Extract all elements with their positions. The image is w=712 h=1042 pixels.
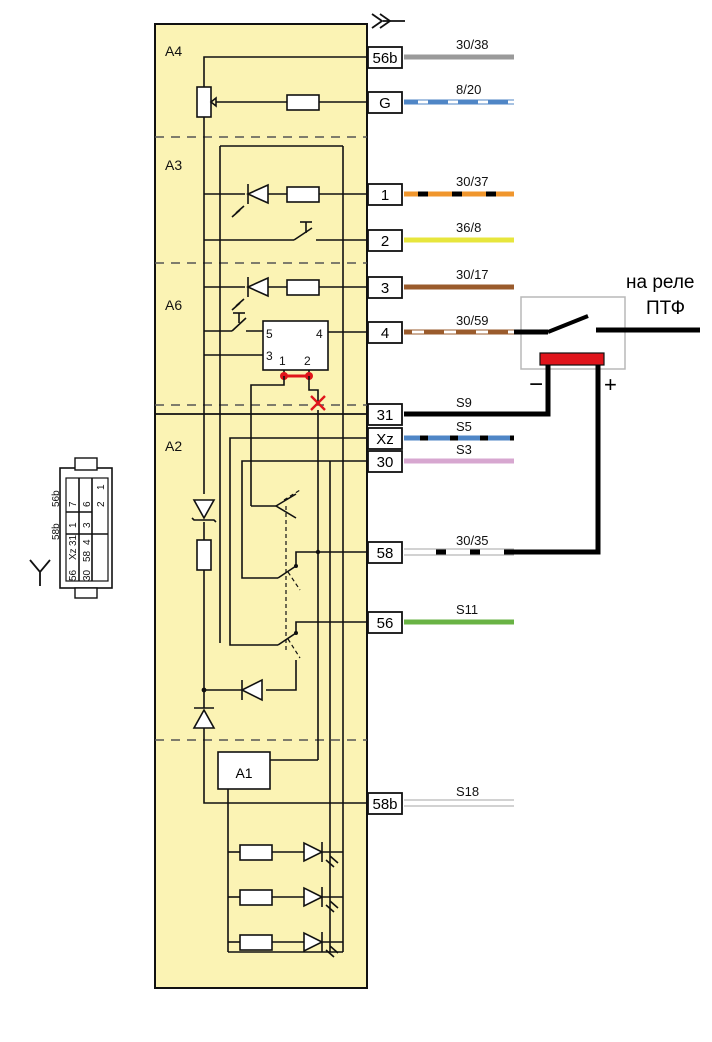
plus-sign: + xyxy=(604,372,617,397)
pin-58: 58 xyxy=(367,541,403,564)
svg-text:31: 31 xyxy=(68,534,79,546)
wire-30-35 xyxy=(404,548,514,556)
wire-label: S3 xyxy=(456,442,472,457)
annotation-relay-text: на реле xyxy=(626,272,695,293)
wire-label: 30/17 xyxy=(456,267,489,282)
connector-pinout xyxy=(29,457,113,599)
svg-text:1: 1 xyxy=(68,522,79,528)
svg-text:31: 31 xyxy=(377,407,394,424)
section-label-a2: A2 xyxy=(165,438,182,454)
cut-mark-icon xyxy=(310,395,326,411)
svg-text:56b: 56b xyxy=(51,490,62,507)
minus-sign: − xyxy=(529,371,543,398)
relay-coil xyxy=(539,352,605,366)
svg-text:56: 56 xyxy=(68,569,79,581)
svg-text:58: 58 xyxy=(377,545,394,562)
led-resistor-row xyxy=(228,886,343,913)
pin-56b: 56b xyxy=(367,46,403,69)
svg-text:3: 3 xyxy=(82,522,93,528)
zener-diode xyxy=(191,499,217,523)
relay-pin-label: 3 xyxy=(266,349,273,363)
svg-text:58b: 58b xyxy=(372,796,397,813)
svg-text:2: 2 xyxy=(96,501,107,507)
svg-text:Xz: Xz xyxy=(376,431,394,448)
relay-pin-label: 4 xyxy=(316,327,323,341)
connector-symbol-icon xyxy=(371,13,405,29)
pin-2: 2 xyxy=(367,229,403,252)
relay-pin-label: 1 xyxy=(279,354,286,368)
pin-56: 56 xyxy=(367,611,403,634)
svg-text:56b: 56b xyxy=(372,50,397,67)
potentiometer xyxy=(196,86,212,118)
svg-text:G: G xyxy=(379,95,391,112)
pin-58b: 58b xyxy=(367,792,403,815)
wire-label: 36/8 xyxy=(456,220,481,235)
pin-4: 4 xyxy=(367,321,403,344)
svg-text:7: 7 xyxy=(68,501,79,507)
led-resistor-row xyxy=(228,841,343,868)
svg-text:58b: 58b xyxy=(51,523,62,540)
section-label-a6: A6 xyxy=(165,297,182,313)
wire-s18 xyxy=(404,799,514,807)
svg-text:30: 30 xyxy=(82,569,93,581)
annotation-ptf-text: ПТФ xyxy=(646,298,685,319)
relay-pin-label: 2 xyxy=(304,354,311,368)
wire-label: S5 xyxy=(456,419,472,434)
ptf-relay-switch xyxy=(514,296,700,555)
wire-label: S18 xyxy=(456,784,479,799)
wire-label: 8/20 xyxy=(456,82,481,97)
svg-text:30: 30 xyxy=(377,454,394,471)
wire-label: 30/38 xyxy=(456,37,489,52)
module-a1 xyxy=(217,751,271,790)
relay-pin-label: 5 xyxy=(266,327,273,341)
svg-text:6: 6 xyxy=(82,501,93,507)
pin-3: 3 xyxy=(367,276,403,299)
svg-text:4: 4 xyxy=(381,325,389,342)
svg-text:Xz: Xz xyxy=(68,548,79,560)
wire-label: S11 xyxy=(456,602,478,617)
relay-block xyxy=(262,320,329,371)
wire-label: 30/37 xyxy=(456,174,489,189)
svg-text:56: 56 xyxy=(377,615,394,632)
svg-text:3: 3 xyxy=(381,280,389,297)
pin-31: 31 xyxy=(367,403,403,426)
wire-label: S9 xyxy=(456,395,472,410)
internal-wiring xyxy=(155,56,368,958)
svg-text:1: 1 xyxy=(96,484,107,490)
svg-text:4: 4 xyxy=(82,539,93,545)
connector-labels: 56b 58b 7 6 1 56 Xz 31 4 3 2 1 30 58 xyxy=(51,484,107,581)
svg-text:2: 2 xyxy=(381,233,389,250)
section-label-a3: A3 xyxy=(165,157,182,173)
svg-text:58: 58 xyxy=(82,550,93,562)
pin-g: G xyxy=(367,91,403,114)
wire-label: 30/35 xyxy=(456,533,489,548)
led-resistor-row xyxy=(228,931,343,958)
pin-30: 30 xyxy=(367,450,403,473)
pin-1: 1 xyxy=(367,183,403,206)
svg-text:1: 1 xyxy=(381,187,389,204)
pin-xz: Xz xyxy=(367,427,403,450)
section-label-a4: A4 xyxy=(165,43,182,59)
wire-label: 30/59 xyxy=(456,313,489,328)
module-a1-label: A1 xyxy=(235,765,252,781)
